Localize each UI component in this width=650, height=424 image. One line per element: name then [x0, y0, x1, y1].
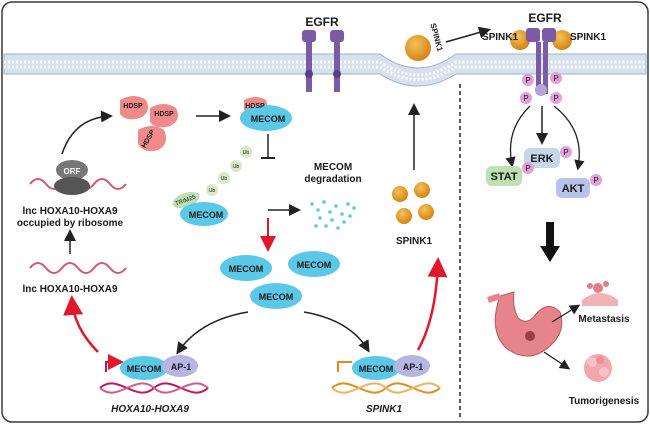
spink1-membrane-ball: [405, 35, 431, 61]
thick-down-arrow: [540, 222, 560, 262]
mecom-complex-label: MECOM: [251, 114, 286, 124]
lnc-label: lnc HOXA10-HOXA9: [22, 284, 117, 295]
svg-text:STAT: STAT: [490, 171, 517, 183]
hdsp-cluster: [120, 96, 178, 152]
red-arrow-hoxa-up: [63, 295, 99, 353]
hdsp-label-1: HDSP: [123, 103, 143, 110]
stat-node: STAT P: [486, 162, 534, 186]
spink1-dna-helix: [331, 361, 441, 394]
hoxa-dna-helix: [99, 354, 209, 394]
svg-text:P: P: [523, 94, 528, 103]
svg-text:ERK: ERK: [530, 153, 553, 165]
mecom-degr-label: MECOM: [189, 210, 224, 220]
spink1-mecom-ap1: [352, 355, 430, 380]
metastasis-icon: [582, 281, 618, 306]
tumorigenesis-label: Tumorigenesis: [569, 396, 640, 407]
arrow-to-akt: [553, 105, 585, 171]
cell-membrane: [3, 53, 647, 87]
red-arrow-spink1-up: [416, 257, 448, 351]
ub-label-1: Ub: [209, 188, 216, 194]
arrow-ribosome-to-hdsp: [61, 110, 113, 155]
arrow-to-stat: [505, 105, 531, 168]
egfr-spink1-complex: [510, 28, 572, 96]
mecom-label-b: MECOM: [297, 260, 332, 270]
spink1-mecom-label: MECOM: [359, 364, 394, 374]
hoxa-gene-label: HOXA10-HOXA9: [111, 404, 189, 415]
receptor-phosphates: P P P P: [520, 72, 562, 104]
erk-node: ERK P: [524, 146, 572, 168]
ub-label-3: Ub: [233, 164, 240, 170]
mecom-trio: [220, 251, 340, 309]
mecom-label-a: MECOM: [229, 264, 264, 274]
lnc-rna-wave: [29, 262, 127, 274]
egfr-receptor-pair: [302, 30, 344, 92]
svg-text:P: P: [593, 176, 598, 185]
arrow-spink1-to-egfr: [445, 26, 491, 43]
ribosome-icon: [54, 160, 90, 195]
spink1-gene-label: SPINK1: [366, 404, 403, 415]
spink1-ap1-label: AP-1: [403, 362, 424, 372]
hoxa-ap1-label: AP-1: [171, 362, 192, 372]
stomach-illustration: [487, 291, 563, 357]
mecom-label-c: MECOM: [259, 292, 294, 302]
orf-label: ORF: [64, 167, 81, 176]
hoxa-mecom-label: MECOM: [127, 364, 162, 374]
svg-text:P: P: [525, 164, 530, 173]
arrow-to-tumorigenesis: [543, 351, 571, 370]
ub-label-2: Ub: [221, 176, 228, 182]
egfr-left-label: EGFR: [305, 15, 339, 29]
akt-node: AKT P: [556, 174, 602, 198]
egfr-right-label: EGFR: [528, 11, 562, 25]
metastasis-label: Metastasis: [578, 314, 630, 325]
ub-label-4: Ub: [243, 150, 250, 156]
arrow-to-spink1-gene: [303, 311, 370, 353]
svg-text:AKT: AKT: [562, 183, 585, 195]
hdsp-mecom-complex: [240, 97, 292, 131]
svg-text:P: P: [525, 76, 530, 85]
arrow-to-hoxa-gene: [176, 311, 249, 355]
hoxa-mecom-ap1: [120, 355, 198, 380]
arrow-to-metastasis: [551, 304, 581, 323]
spink1-cluster: [392, 182, 434, 224]
hdsp-label-2: HDSP: [154, 111, 174, 118]
spink1-bound-right-label: SPINK1: [570, 32, 607, 43]
degradation-fragments: [310, 200, 356, 230]
spink1-free-label: SPINK1: [396, 236, 433, 247]
spink1-bound-left-label: SPINK1: [482, 32, 519, 43]
svg-text:P: P: [563, 148, 568, 157]
inhibition-bar: [261, 134, 275, 159]
tumor-icon: [584, 354, 612, 382]
svg-text:P: P: [553, 94, 558, 103]
trim25-mecom-ub: [172, 146, 252, 226]
svg-text:P: P: [553, 74, 558, 83]
hdsp-complex-label: HDSP: [245, 103, 265, 110]
